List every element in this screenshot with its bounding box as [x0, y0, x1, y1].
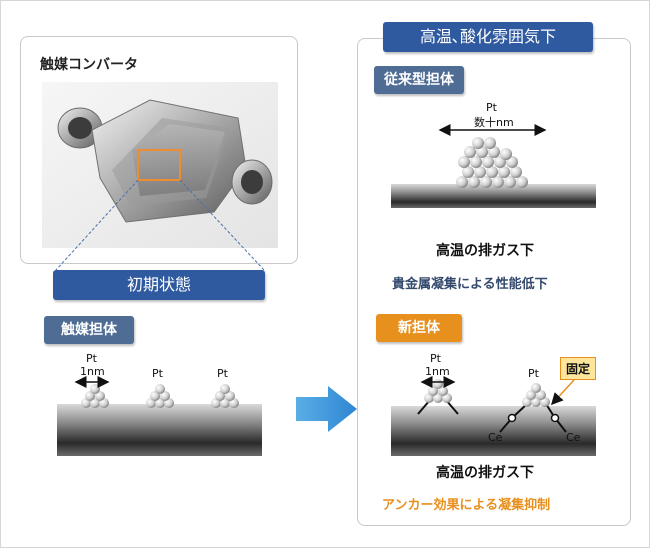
carrier-label: 触媒担体 [44, 316, 134, 344]
converter-title: 触媒コンバータ [40, 57, 138, 73]
initial-state-header: 初期状態 [53, 270, 265, 300]
fixed-pointer [550, 379, 575, 406]
pt-agglomerate [456, 137, 528, 188]
pt-size-new-1: 1nm [425, 365, 450, 378]
new-carrier-label: 新担体 [376, 314, 462, 342]
pt-label-new-2: Pt [528, 367, 539, 380]
new-caption: 高温の排ガス下 [436, 465, 534, 481]
conventional-carrier-label: 従来型担体 [374, 66, 464, 94]
conventional-caption: 高温の排ガス下 [436, 243, 534, 259]
fixed-tag: 固定 [560, 357, 597, 380]
pt-label-new-1: Pt [430, 352, 441, 365]
ce-label-1: Ce [488, 431, 503, 444]
pt-label-initial-1: Pt [86, 352, 97, 365]
new-result: アンカー効果による凝集抑制 [382, 498, 551, 513]
pt-size-conventional: 数十nm [474, 116, 514, 129]
pt-particle-initial-2 [146, 384, 174, 408]
pt-particle-new-2 [499, 383, 567, 433]
oxidizing-header: 高温､酸化雰囲気下 [383, 22, 593, 52]
pt-particle-initial-1 [81, 384, 109, 408]
substrate-new [391, 406, 596, 456]
conventional-result: 貴金属凝集による性能低下 [392, 277, 548, 292]
pt-label-initial-3: Pt [217, 367, 228, 380]
pt-label-initial-2: Pt [152, 367, 163, 380]
guide-line-left [55, 179, 139, 271]
pt-size-initial-1: 1nm [80, 365, 105, 378]
substrate-initial [57, 404, 262, 456]
pt-particle-initial-3 [211, 384, 239, 408]
transition-arrow [296, 386, 357, 432]
pt-label-conventional: Pt [486, 101, 497, 114]
substrate-conventional [391, 184, 596, 208]
guide-line-right [179, 179, 265, 271]
converter-photo [42, 82, 278, 248]
ce-label-2: Ce [566, 431, 581, 444]
